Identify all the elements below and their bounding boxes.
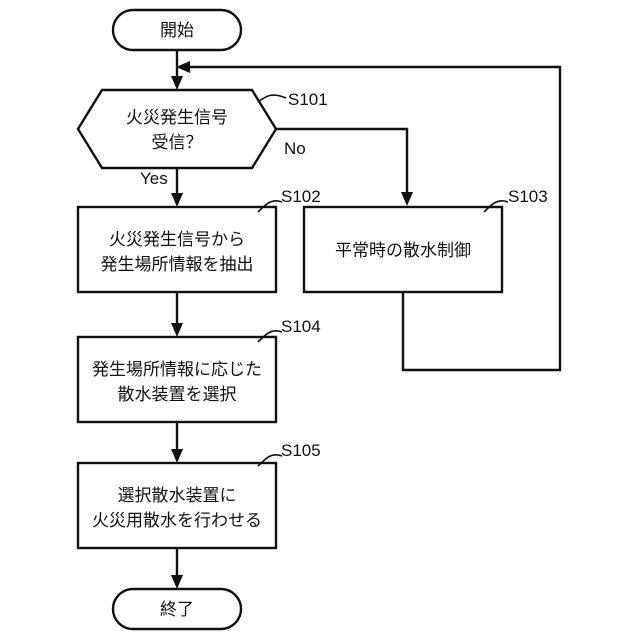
step-id-s101: S101 [288, 90, 328, 109]
leader-s101 [258, 95, 286, 102]
no-label: No [284, 139, 306, 158]
arrowhead [171, 323, 183, 337]
process-s105: 選択散水装置に 火災用散水を行わせる [78, 463, 276, 548]
arrowhead [171, 76, 183, 90]
process-s102: 火災発生信号から 発生場所情報を抽出 [78, 207, 276, 292]
arrowhead [401, 192, 413, 206]
process-s104: 発生場所情報に応じた 散水装置を選択 [78, 337, 276, 422]
start-label: 開始 [160, 21, 194, 41]
step-id-s105: S105 [281, 441, 321, 460]
decision-line-1: 火災発生信号 [126, 108, 228, 128]
end-label: 終了 [160, 600, 194, 620]
start-terminal: 開始 [113, 10, 241, 50]
end-terminal: 終了 [113, 589, 241, 629]
s104-line-1: 発生場所情報に応じた [92, 360, 262, 380]
arrowhead [171, 193, 183, 207]
decision-line-2: 受信？ [152, 133, 203, 153]
arrowhead [171, 575, 183, 589]
s105-line-1: 選択散水装置に [118, 486, 237, 506]
s104-line-2: 散水装置を選択 [118, 385, 237, 405]
step-id-s103: S103 [508, 187, 548, 206]
arrowhead [171, 449, 183, 463]
decision-s101: 火災発生信号 受信？ [78, 90, 276, 168]
step-id-s102: S102 [281, 187, 321, 206]
s102-line-1: 火災発生信号から [109, 230, 245, 250]
process-s103: 平常時の散水制御 [304, 207, 502, 292]
s102-line-2: 発生場所情報を抽出 [101, 255, 254, 275]
s105-line-2: 火災用散水を行わせる [92, 511, 262, 531]
s103-line-1: 平常時の散水制御 [335, 241, 471, 261]
yes-label: Yes [140, 169, 168, 188]
step-id-s104: S104 [281, 317, 321, 336]
